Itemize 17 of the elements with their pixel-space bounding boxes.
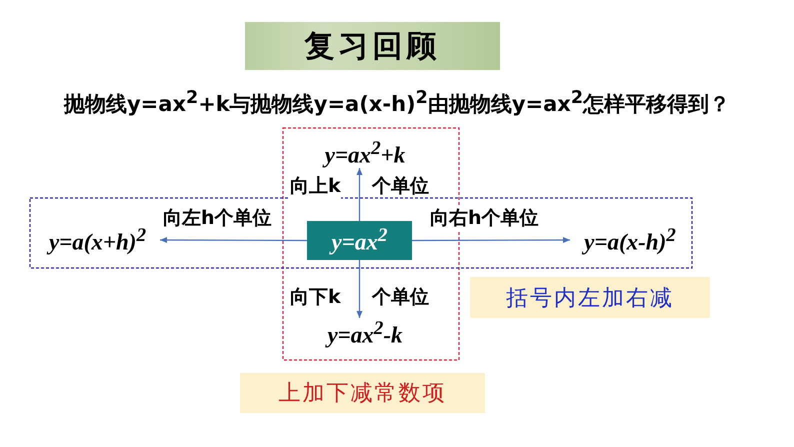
edge-label: 向上k	[290, 173, 341, 199]
rule-band: 上加下减常数项	[240, 373, 485, 413]
unit-label: 个单位	[372, 285, 429, 310]
arrow	[356, 168, 362, 221]
edge-label: 向右h个单位	[430, 205, 539, 231]
arrow	[412, 237, 570, 244]
formula: y=ax$^{2}$+k	[300, 138, 430, 168]
arrow	[356, 260, 362, 318]
arrow	[160, 237, 307, 244]
formula: y=ax$^{2}$-k	[300, 318, 430, 348]
formula-box: y=ax$^{2}$	[307, 221, 412, 260]
title-banner: 复习回顾	[245, 22, 500, 70]
formula: y=a(x+h)$^{2}$	[35, 225, 160, 255]
question-text: 抛物线y=ax$^{2}$+k与抛物线y=a(x-h)$^{2}$由抛物线y=ax$^{2}$怎样平移得到？	[64, 88, 730, 118]
rule-band: 括号内左加右减	[470, 277, 710, 318]
formula: y=a(x-h)$^{2}$	[570, 225, 690, 255]
unit-label: 个单位	[372, 174, 429, 199]
